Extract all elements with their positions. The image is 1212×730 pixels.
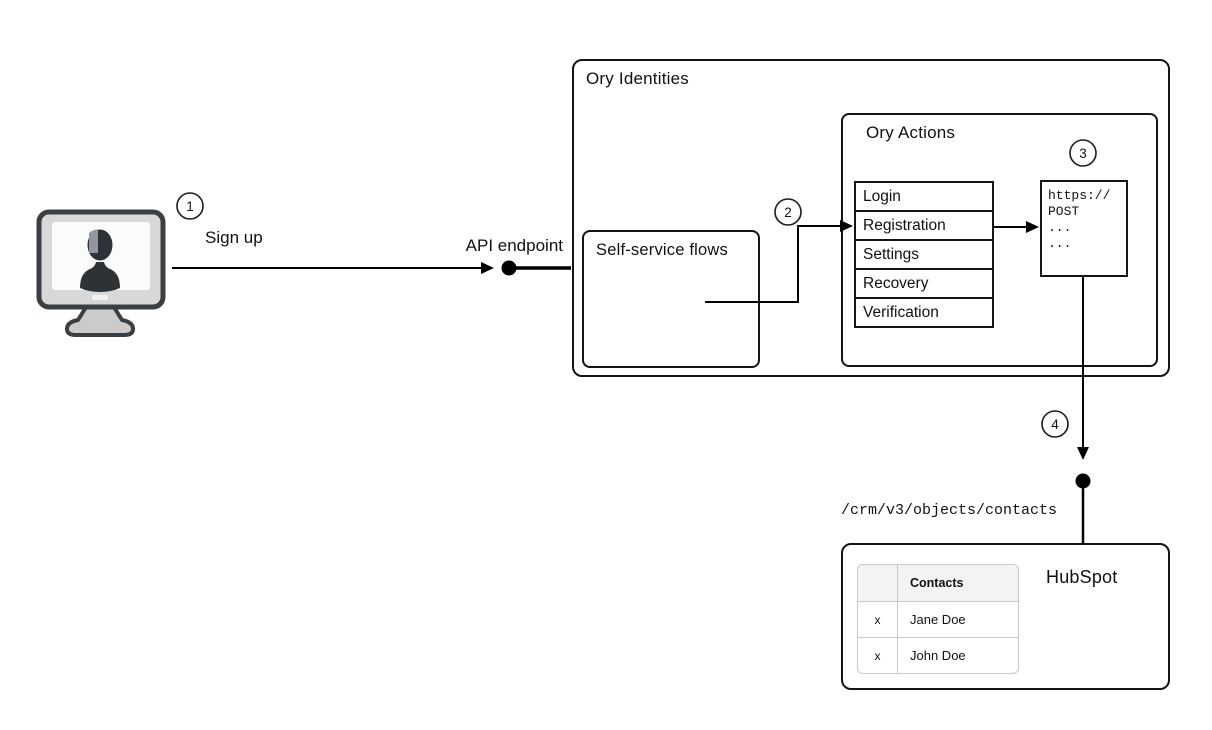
ory-identities-title: Ory Identities bbox=[586, 69, 689, 88]
hubspot-title: HubSpot bbox=[1046, 567, 1118, 587]
step-badge-4: 4 bbox=[1041, 410, 1069, 438]
contacts-table-header-cell-contacts: Contacts bbox=[910, 576, 964, 590]
flow-row-login: Login bbox=[854, 181, 994, 212]
contacts-table: Contacts x Jane Doe x John Doe bbox=[857, 564, 1019, 674]
contact-name-cell: Jane Doe bbox=[910, 612, 966, 627]
sign-up-label: Sign up bbox=[205, 228, 263, 247]
contact-marker-cell: x bbox=[858, 638, 898, 673]
step-badge-1: 1 bbox=[176, 192, 204, 220]
api-endpoint-label: API endpoint bbox=[465, 236, 563, 255]
flow-row-verification: Verification bbox=[854, 297, 994, 328]
contact-name-cell: John Doe bbox=[910, 648, 966, 663]
ory-actions-title: Ory Actions bbox=[866, 123, 956, 142]
svg-text:1: 1 bbox=[186, 199, 194, 214]
crm-endpoint-path-label: /crm/v3/objects/contacts bbox=[841, 502, 1058, 519]
contacts-table-row: x Jane Doe bbox=[858, 601, 1018, 637]
monitor-user-icon bbox=[36, 209, 166, 337]
code-line: ... bbox=[1048, 236, 1072, 251]
monitor-stand bbox=[65, 302, 135, 337]
monitor-button bbox=[92, 295, 108, 300]
hubspot-box: Contacts x Jane Doe x John Doe bbox=[841, 543, 1170, 690]
flow-row-registration: Registration bbox=[854, 210, 994, 241]
flow-row-recovery: Recovery bbox=[854, 268, 994, 299]
svg-text:4: 4 bbox=[1051, 417, 1059, 432]
contacts-table-header-cell-empty bbox=[858, 565, 898, 601]
signup-arrow bbox=[172, 262, 494, 274]
hubspot-endpoint-node-icon bbox=[1075, 473, 1091, 489]
flow-list: Login Registration Settings Recovery Ver… bbox=[854, 181, 994, 328]
code-line: POST bbox=[1048, 204, 1080, 219]
code-line: https:// bbox=[1048, 188, 1111, 203]
self-service-flows-title: Self-service flows bbox=[596, 241, 728, 259]
flow-row-settings: Settings bbox=[854, 239, 994, 270]
contacts-table-header-row: Contacts bbox=[858, 565, 1018, 601]
webhook-request-box: https:// POST ... ... bbox=[1040, 180, 1128, 277]
contact-marker-cell: x bbox=[858, 602, 898, 637]
code-line: ... bbox=[1048, 220, 1072, 235]
api-endpoint-node-icon bbox=[501, 260, 517, 276]
user-silhouette-icon bbox=[80, 229, 120, 292]
contacts-table-row: x John Doe bbox=[858, 637, 1018, 673]
